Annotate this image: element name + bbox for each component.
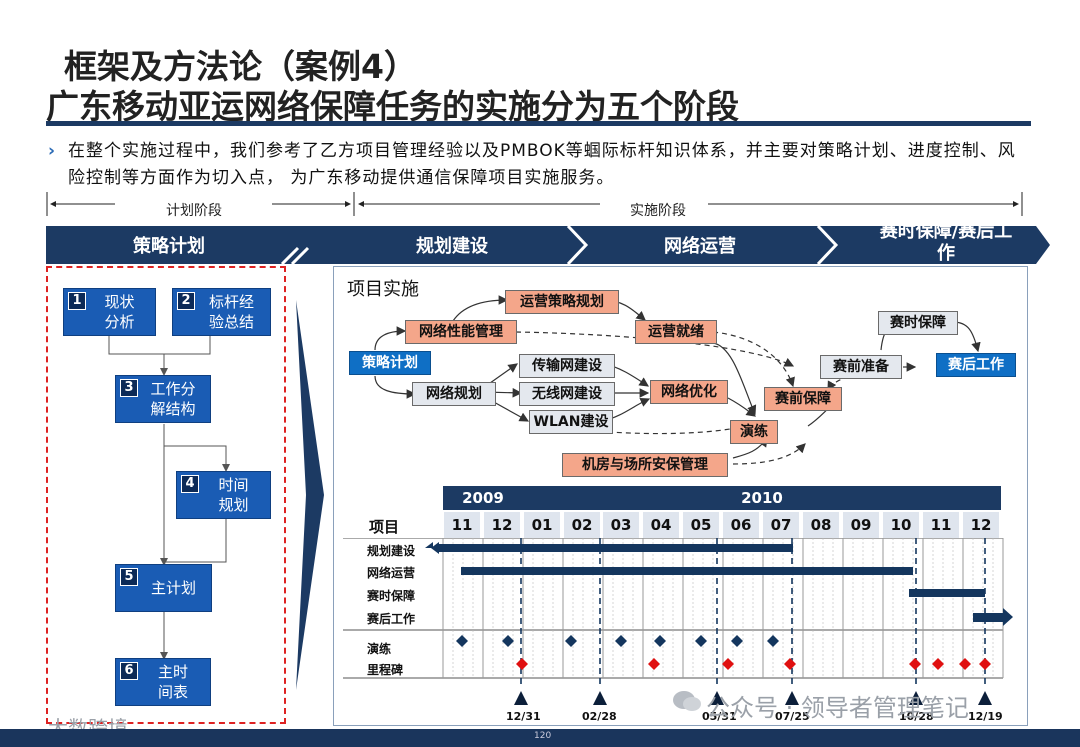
- year-2009: 2009: [462, 489, 504, 507]
- gantt-bars: [425, 542, 1013, 626]
- node-wuxian: 无线网建设: [519, 382, 615, 406]
- step-5: 5 主计划: [115, 564, 212, 612]
- month-cell: 07: [763, 512, 799, 538]
- month-cell: 11: [444, 512, 480, 538]
- step-1: 1 现状 分析: [63, 288, 156, 336]
- node-chuanshu: 传输网建设: [519, 354, 615, 378]
- step-3: 3 工作分 解结构: [115, 375, 211, 423]
- drill-diamonds: [456, 635, 779, 647]
- node-wlan: WLAN建设: [529, 410, 613, 434]
- month-cell: 09: [843, 512, 879, 538]
- step-2: 2 标杆经 验总结: [172, 288, 271, 336]
- month-cell: 11: [923, 512, 959, 538]
- gantt-row-label: 网络运营: [367, 566, 416, 580]
- month-cell: 01: [524, 512, 560, 538]
- node-saiqian-zhunbei: 赛前准备: [820, 355, 902, 379]
- gantt-header-label: 项目: [369, 518, 400, 536]
- month-cell: 02: [564, 512, 600, 538]
- node-saiqian-baozhang: 赛前保障: [764, 387, 842, 411]
- month-cell: 03: [603, 512, 639, 538]
- node-xingneng: 网络性能管理: [405, 320, 517, 344]
- milestone-triangles: [514, 691, 992, 705]
- gantt-grid: [343, 538, 1004, 688]
- bar-guihua: [425, 542, 793, 554]
- node-youhua: 网络优化: [650, 380, 728, 404]
- milestone-date: 07/25: [775, 710, 810, 723]
- node-celue-jihua: 策略计划: [349, 351, 431, 375]
- wechat-icon: [673, 691, 701, 711]
- bar-saishi: [909, 589, 985, 597]
- page-number: 120: [534, 731, 552, 741]
- page-subtitle: 广东移动亚运网络保障任务的实施分为五个阶段: [46, 87, 739, 126]
- milestone-diamonds: [516, 658, 991, 670]
- gantt-row-label: 赛时保障: [367, 589, 416, 603]
- node-saihou: 赛后工作: [936, 353, 1016, 377]
- panel-title: 项目实施: [347, 279, 419, 300]
- month-cell: 12: [963, 512, 999, 538]
- steps-connectors: [108, 336, 230, 660]
- year-header-bar: [443, 486, 1001, 510]
- phase-bar: [46, 226, 1050, 264]
- month-cell: 10: [883, 512, 919, 538]
- month-cell: 12: [484, 512, 520, 538]
- plan-stage-label: 计划阶段: [166, 203, 222, 219]
- gantt-row-label: 里程碑: [367, 663, 404, 677]
- gantt-row-label: 演练: [367, 642, 392, 656]
- phase-range-lines: [46, 192, 1023, 216]
- milestone-date: 12/19: [968, 710, 1003, 723]
- node-wangluo-guihua: 网络规划: [412, 382, 496, 406]
- bar-yunying: [461, 567, 913, 575]
- gantt-row-label: 赛后工作: [367, 612, 416, 626]
- node-yanlian: 演练: [730, 420, 778, 444]
- intro-text: 在整个实施过程中，我们参考了乙方项目管理经验以及PMBOK等蝈际标杆知识体系，并…: [68, 141, 1016, 188]
- chevron-arrow-icon: [296, 300, 324, 690]
- phase-guihua: 规划建设: [416, 236, 488, 257]
- milestone-date: 12/31: [506, 710, 541, 723]
- month-cell: 06: [723, 512, 759, 538]
- milestone-date: 05/31: [702, 710, 737, 723]
- node-yunying-celue: 运营策略规划: [505, 290, 619, 314]
- milestone-date: 10/28: [899, 710, 934, 723]
- impl-stage-label: 实施阶段: [630, 203, 686, 219]
- watermark-right: 公众号 · 领导者管理笔记: [706, 694, 969, 722]
- phase-saishi: 赛时保障/赛后工作: [879, 221, 1013, 264]
- title-divider: [46, 121, 1031, 126]
- gantt-markers: [456, 635, 992, 705]
- node-yunying-jiuxu: 运营就绪: [635, 320, 717, 344]
- month-cell: 05: [683, 512, 719, 538]
- bullet-icon: ›: [48, 141, 57, 161]
- node-saishi-baozhang: 赛时保障: [878, 311, 958, 335]
- step-4: 4 时间 规划: [176, 471, 271, 519]
- step-6: 6 主时 间表: [115, 658, 211, 706]
- phase-celue: 策略计划: [133, 236, 205, 257]
- milestone-date: 02/28: [582, 710, 617, 723]
- bar-saihou: [973, 608, 1013, 626]
- month-cell: 04: [643, 512, 679, 538]
- page-title: 框架及方法论（案例4）: [64, 47, 417, 86]
- month-cell: 08: [803, 512, 839, 538]
- planning-steps-box: [46, 266, 286, 724]
- phase-yunying: 网络运营: [664, 236, 736, 257]
- footer-bar: [0, 729, 1080, 747]
- gantt-row-label: 规划建设: [367, 544, 416, 558]
- year-2010: 2010: [741, 489, 783, 507]
- node-jifang: 机房与场所安保管理: [562, 453, 728, 477]
